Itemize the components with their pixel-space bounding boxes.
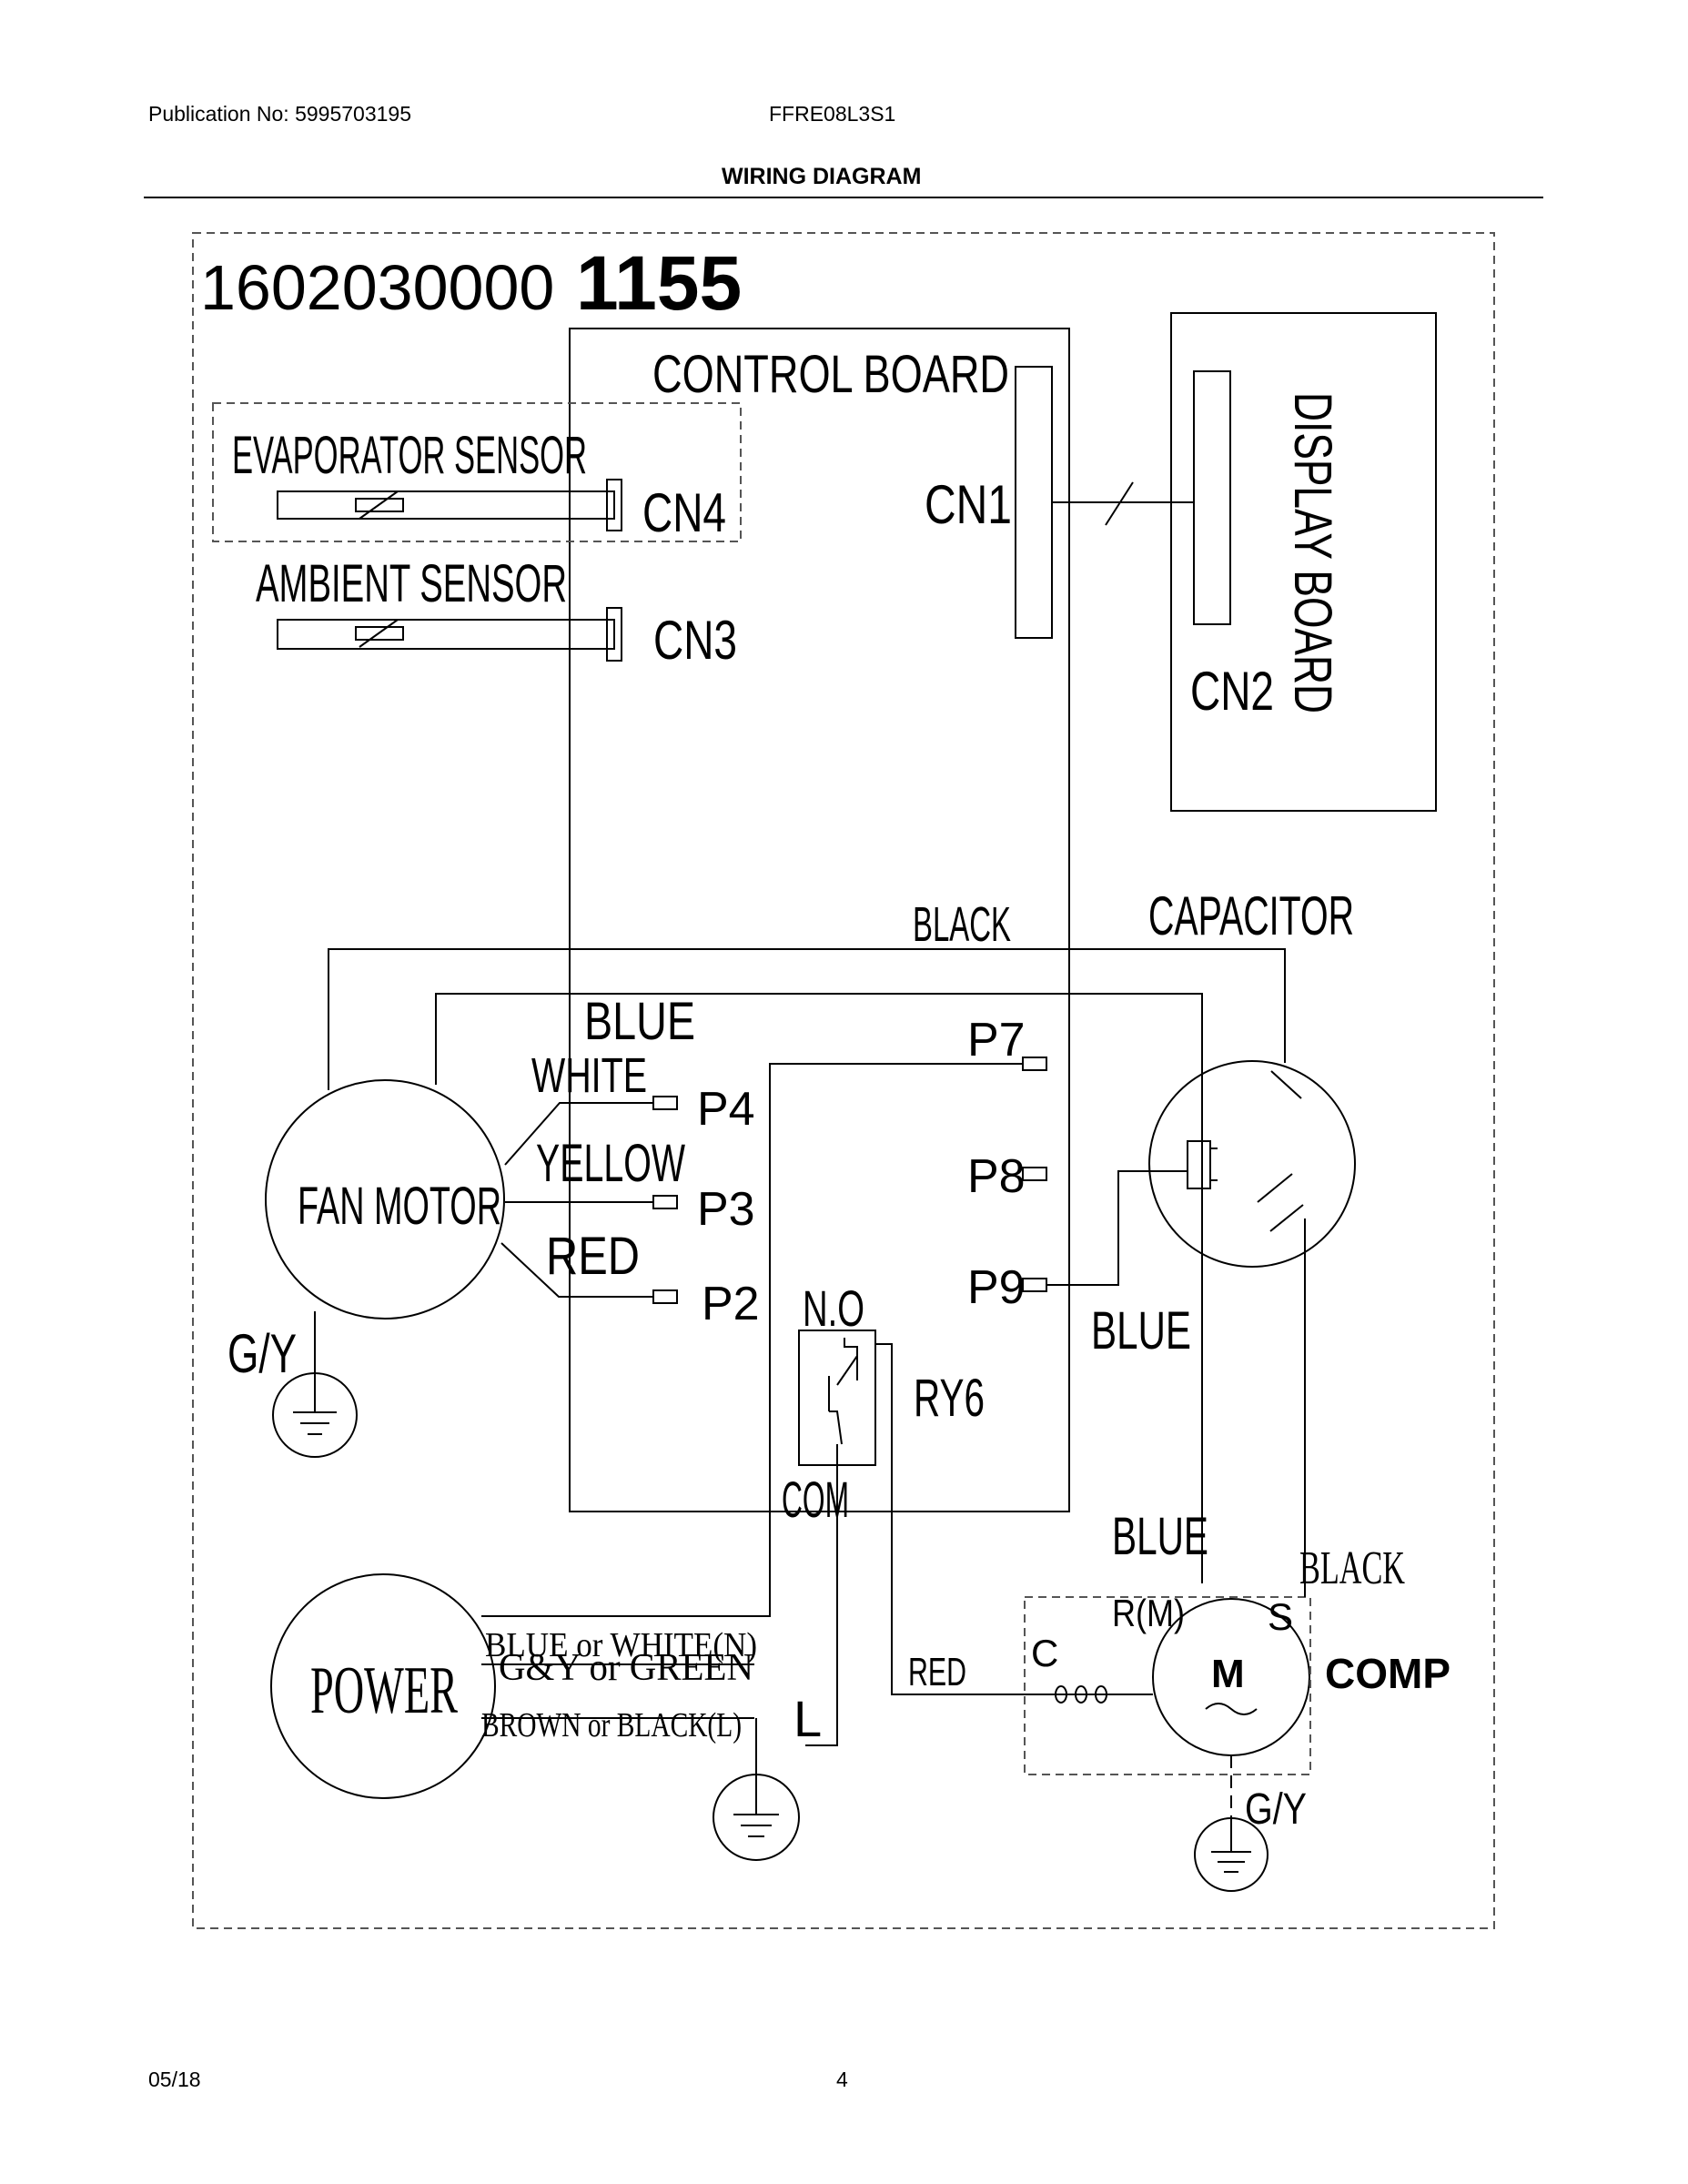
power-source [270,1573,496,1799]
fan-motor [265,1079,505,1320]
wire-black-top-label: BLACK [913,897,1011,952]
cn2-connector [1193,370,1231,625]
ambient-sensor-label: AMBIENT SENSOR [256,554,567,613]
power-ground-label: G&Y or GREEN [499,1647,753,1689]
cn3-connector [606,607,622,662]
publication-number: Publication No: 5995703195 [148,102,412,126]
page-title: WIRING DIAGRAM [722,164,922,189]
wire-red-comp-label: RED [908,1650,966,1694]
l-label: L [793,1690,822,1747]
control-board [569,328,1070,1512]
fan-gy-label: G/Y [227,1323,297,1384]
comp-label: COMP [1325,1650,1450,1697]
pin-p7-label: P7 [967,1014,1026,1067]
footer-page-number: 4 [836,2068,848,2091]
power-neutral-label: BLUE or WHITE(N) [485,1626,757,1664]
wire-blue-comp-label: BLUE [1112,1507,1208,1566]
pin-p4-label: P4 [697,1083,755,1136]
cn3-label: CN3 [653,610,737,671]
comp-s-label: S [1268,1595,1293,1638]
cn4-connector [606,479,622,531]
relay-no-label: N.O [803,1279,864,1337]
footer-date: 05/18 [148,2068,201,2091]
wire-blue-fan-label: BLUE [584,992,695,1051]
pin-p2-label: P2 [702,1278,760,1330]
evaporator-sensor-box [212,402,742,542]
evaporator-sensor-label: EVAPORATOR SENSOR [232,426,587,485]
wire-black-comp-label: BLACK [1299,1542,1405,1594]
control-board-label: CONTROL BOARD [652,345,1009,404]
cn1-label: CN1 [925,474,1012,535]
display-board-label: DISPLAY BOARD [1283,392,1342,713]
cn1-connector [1015,366,1053,639]
pin-p9-label: P9 [967,1261,1026,1314]
cn2-label: CN2 [1190,661,1274,722]
evaporator-sensor [277,490,615,520]
part-number-prefix: 1602030000 [200,252,554,323]
display-board [1170,312,1437,812]
cn4-label: CN4 [642,482,726,543]
wire-white-label: WHITE [531,1048,647,1103]
capacitor [1148,1060,1356,1268]
ambient-sensor [277,619,615,650]
pin-p8-label: P8 [967,1150,1026,1203]
relay-com-label: COM [782,1471,849,1528]
motor-m-label: M [1211,1652,1245,1696]
power-label: POWER [310,1653,458,1728]
comp-r-label: R(M) [1112,1592,1185,1634]
compressor-box [1024,1596,1311,1775]
pin-p3-label: P3 [697,1183,755,1236]
relay-ry6-label: RY6 [914,1369,985,1428]
comp-gy-label: G/Y [1245,1785,1307,1834]
wire-blue-p9-label: BLUE [1091,1301,1191,1360]
header-rule [144,197,1543,198]
comp-c-label: C [1031,1632,1058,1674]
capacitor-label: CAPACITOR [1148,885,1354,946]
wire-yellow-label: YELLOW [536,1134,685,1193]
model-number: FFRE08L3S1 [769,102,896,126]
diagram-frame [192,232,1495,1929]
wire-red-fan-label: RED [546,1227,640,1286]
power-line-label: BROWN or BLACK(L) [481,1706,742,1744]
fan-motor-label: FAN MOTOR [298,1177,501,1236]
part-number-suffix: 1155 [576,240,742,326]
